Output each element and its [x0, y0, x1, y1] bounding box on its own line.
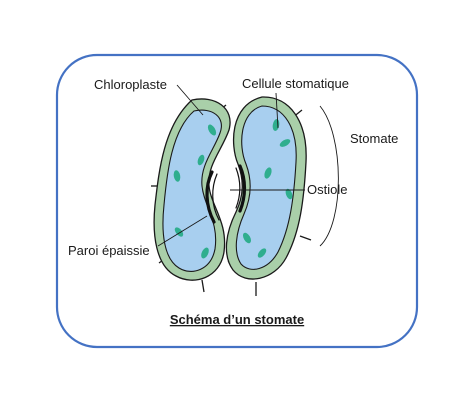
chloroplasts-left [173, 124, 217, 259]
label-stomate: Stomate [350, 131, 398, 146]
leader-lines [157, 84, 339, 247]
stomate-brace [319, 105, 339, 247]
label-paroi-epaissie: Paroi épaissie [68, 243, 150, 258]
leader-cellule [275, 92, 279, 129]
paroi-epaissie [205, 164, 247, 224]
diagram-frame [55, 53, 419, 349]
diagram-caption: Schéma d’un stomate [170, 312, 304, 327]
label-ostiole: Ostiole [307, 182, 347, 197]
guard-cell-right [225, 96, 312, 296]
guard-cell-left [151, 98, 231, 293]
label-chloroplaste: Chloroplaste [94, 77, 167, 92]
leader-chloroplaste [176, 84, 204, 116]
label-cellule-stomatique: Cellule stomatique [242, 76, 349, 91]
leader-paroi [157, 215, 208, 247]
cytoplasm-right [235, 105, 297, 270]
